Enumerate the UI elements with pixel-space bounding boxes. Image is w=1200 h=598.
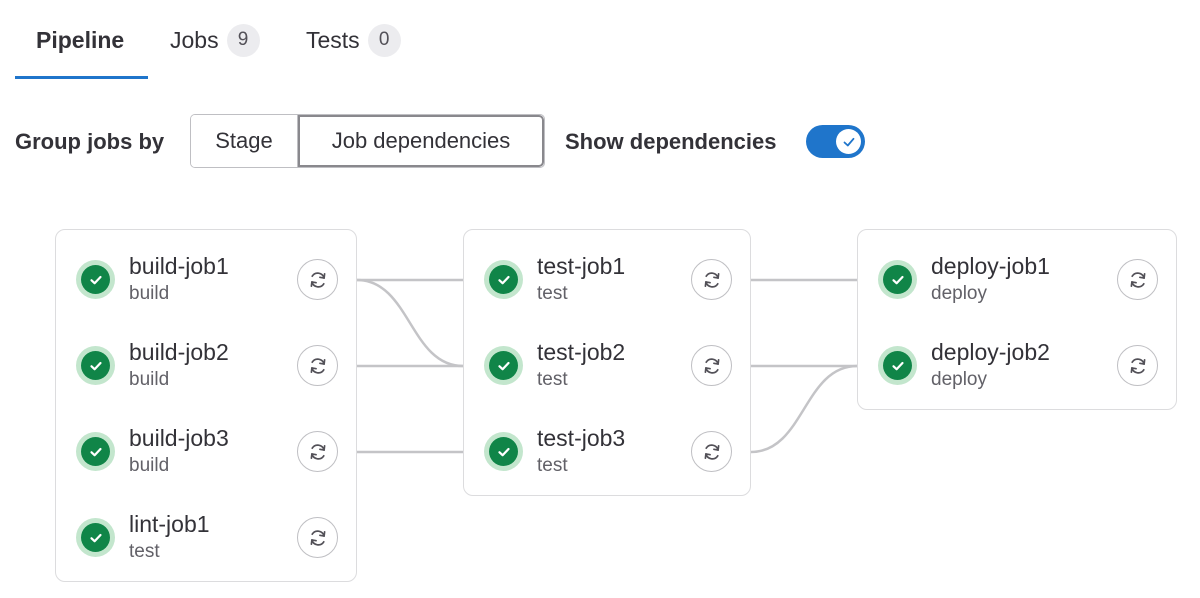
retry-icon[interactable] [297,259,338,300]
job-item[interactable]: test-job2 test [464,319,750,405]
tab-pipeline[interactable]: Pipeline [36,22,124,58]
retry-icon[interactable] [1117,259,1158,300]
group-by-stage-button[interactable]: Stage [191,115,298,167]
job-name[interactable]: build-job3 [129,425,229,451]
success-icon [878,346,917,385]
pipeline-graph: build-job1 build build-job2 build build-… [0,200,1200,598]
group-by-job-dependencies-button[interactable]: Job dependencies [298,115,544,167]
job-item[interactable]: build-job1 build [56,233,356,319]
jobs-count-badge: 9 [226,23,260,57]
success-icon [76,260,115,299]
show-dependencies-label: Show dependencies [565,129,777,154]
job-name[interactable]: lint-job1 [129,511,210,537]
job-name[interactable]: deploy-job2 [931,339,1050,365]
job-item[interactable]: test-job3 test [464,405,750,491]
job-stage: test [129,541,160,562]
tab-tests-label: Tests [306,26,360,53]
stage-column-test: test-job1 test test-job2 test test-job3 … [463,229,751,496]
job-item[interactable]: build-job2 build [56,319,356,405]
dependency-link [750,364,858,454]
job-stage: build [129,369,170,390]
toggle-knob [836,129,861,154]
job-name[interactable]: test-job3 [537,425,626,451]
tab-pipeline-label: Pipeline [36,26,125,53]
success-icon [76,432,115,471]
retry-icon[interactable] [297,431,338,472]
job-stage: build [129,455,170,476]
job-name[interactable]: test-job2 [537,339,626,365]
job-item[interactable]: test-job1 test [464,233,750,319]
check-icon [843,137,854,146]
tab-jobs[interactable]: Jobs 9 [170,22,260,58]
success-icon [484,346,523,385]
job-stage: test [537,283,568,304]
retry-icon[interactable] [691,259,732,300]
success-icon [76,518,115,557]
retry-icon[interactable] [691,431,732,472]
graph-controls: Group jobs by Stage Job dependencies Sho… [15,114,915,168]
job-stage: test [537,369,568,390]
job-name[interactable]: build-job2 [129,339,229,365]
dependency-links [356,278,858,454]
job-stage: deploy [931,283,987,304]
job-name[interactable]: deploy-job1 [931,253,1050,279]
stage-column-deploy: deploy-job1 deploy deploy-job2 deploy [857,229,1177,410]
stage-column-build: build-job1 build build-job2 build build-… [55,229,357,582]
job-item[interactable]: deploy-job2 deploy [858,319,1176,405]
success-icon [484,260,523,299]
success-icon [878,260,917,299]
job-stage: test [537,455,568,476]
group-by-segmented-control: Stage Job dependencies [190,114,545,168]
job-stage: deploy [931,369,987,390]
job-stage: build [129,283,170,304]
retry-icon[interactable] [691,345,732,386]
retry-icon[interactable] [297,345,338,386]
group-jobs-label: Group jobs by [15,129,165,154]
job-item[interactable]: build-job3 build [56,405,356,491]
tab-jobs-label: Jobs [170,26,219,53]
retry-icon[interactable] [297,517,338,558]
active-tab-indicator [15,76,148,79]
job-item[interactable]: deploy-job1 deploy [858,233,1176,319]
job-name[interactable]: test-job1 [537,253,626,279]
show-dependencies-toggle[interactable] [806,125,865,158]
tab-tests[interactable]: Tests 0 [306,22,401,58]
dependency-link [356,278,464,368]
success-icon [484,432,523,471]
job-item[interactable]: lint-job1 test [56,491,356,577]
tests-count-badge: 0 [367,23,401,57]
retry-icon[interactable] [1117,345,1158,386]
job-name[interactable]: build-job1 [129,253,229,279]
pipeline-tabs: Pipeline Jobs 9 Tests 0 [15,0,1185,80]
success-icon [76,346,115,385]
